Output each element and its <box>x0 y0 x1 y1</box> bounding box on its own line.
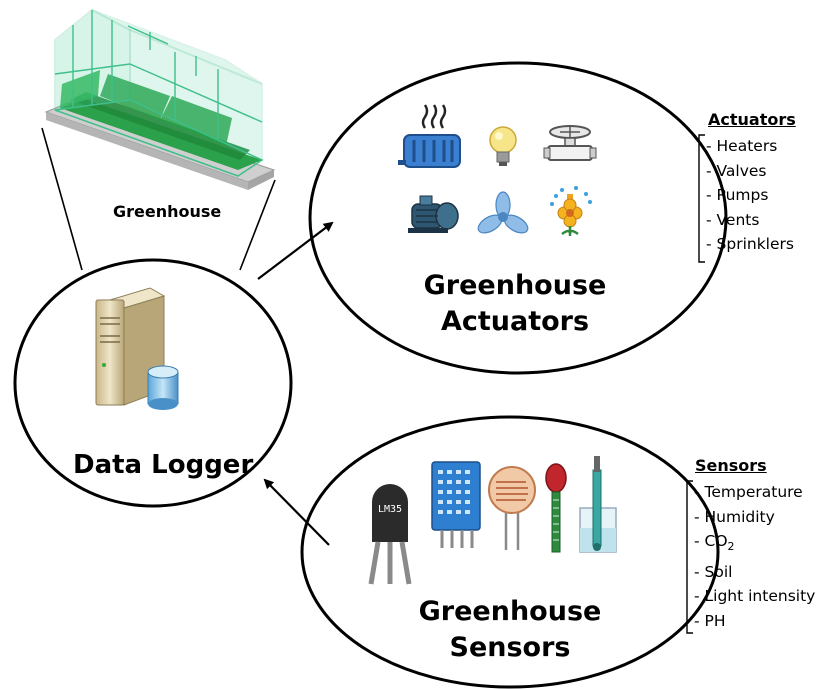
actuator-legend-item: - Pumps <box>706 183 794 208</box>
sensor-legend-item-text: - Soil <box>694 562 733 581</box>
sensor-legend-item: - PH <box>694 609 815 634</box>
sensor-legend-item-text: - Temperature <box>694 483 803 501</box>
actuator-legend-item: - Sprinklers <box>706 232 794 257</box>
sensor-legend-item: - Temperature <box>694 480 815 505</box>
actuator-legend-item: - Heaters <box>706 134 794 159</box>
lm35-chip-label: LM35 <box>378 504 402 515</box>
greenhouse-image <box>41 8 276 271</box>
sensor-node-line2: Sensors <box>449 632 571 663</box>
sprinkler-icon <box>550 186 592 236</box>
sensor-legend-list: - Temperature - Humidity - CO2 - Soil - Ligh… <box>688 480 815 633</box>
sensor-legend-item: - Soil <box>694 560 815 585</box>
ph-probe-icon <box>579 456 617 553</box>
soil-probe-icon <box>545 463 567 553</box>
sensor-legend-bracket <box>686 480 693 634</box>
logger-label: Data Logger <box>73 450 254 480</box>
actuator-legend-item-text: - Valves <box>706 161 767 180</box>
sensor-legend-item-text: - Humidity <box>694 507 775 526</box>
sensor-legend-item: - CO2 <box>694 529 815 560</box>
lm35-chip-icon: LM35 <box>368 484 412 585</box>
sensor-legend-title: Sensors <box>695 456 767 475</box>
greenhouse-label: Greenhouse <box>113 202 222 221</box>
bulb-icon <box>489 126 517 166</box>
sensor-legend-item: - Humidity <box>694 505 815 530</box>
ldr-sensor-icon <box>488 466 536 550</box>
server-icon <box>95 287 179 410</box>
valve-icon <box>543 125 597 161</box>
actuator-node-line1: Greenhouse <box>423 270 607 301</box>
actuator-legend-item-text: - Pumps <box>706 186 769 204</box>
actuator-legend-item: - Valves <box>706 159 794 184</box>
arrow-logger-to-actuators <box>257 221 334 280</box>
actuator-legend-bracket <box>698 134 705 263</box>
actuator-node-line2: Actuators <box>440 306 590 337</box>
heater-icon <box>398 104 461 168</box>
dht-sensor-icon <box>431 461 481 548</box>
sensor-legend-item: - Light intensity <box>694 584 815 609</box>
actuator-legend-list: - Heaters - Valves - Pumps - Vents - Sprinkl… <box>700 134 794 257</box>
sensor-ellipse <box>300 415 720 689</box>
pump-icon <box>408 195 459 233</box>
actuator-node-title: Greenhouse Actuators <box>390 268 640 340</box>
sensor-node-line1: Greenhouse <box>418 596 602 627</box>
fan-icon <box>477 191 529 234</box>
actuator-legend-item: - Vents <box>706 208 794 233</box>
sensor-legend-item-text: - CO <box>694 532 728 550</box>
co2-subscript: 2 <box>727 540 735 554</box>
actuator-legend-item-text: - Sprinklers <box>706 235 794 253</box>
sensor-legend-item-text: - Light intensity <box>694 587 816 606</box>
arrow-sensors-to-logger <box>263 478 330 546</box>
actuator-legend-item-text: - Heaters <box>706 137 778 155</box>
actuator-legend-item-text: - Vents <box>706 210 760 229</box>
sensor-legend-item-text: - PH <box>694 611 726 630</box>
sensor-node-title: Greenhouse Sensors <box>385 594 635 666</box>
actuator-legend-title: Actuators <box>708 110 796 129</box>
